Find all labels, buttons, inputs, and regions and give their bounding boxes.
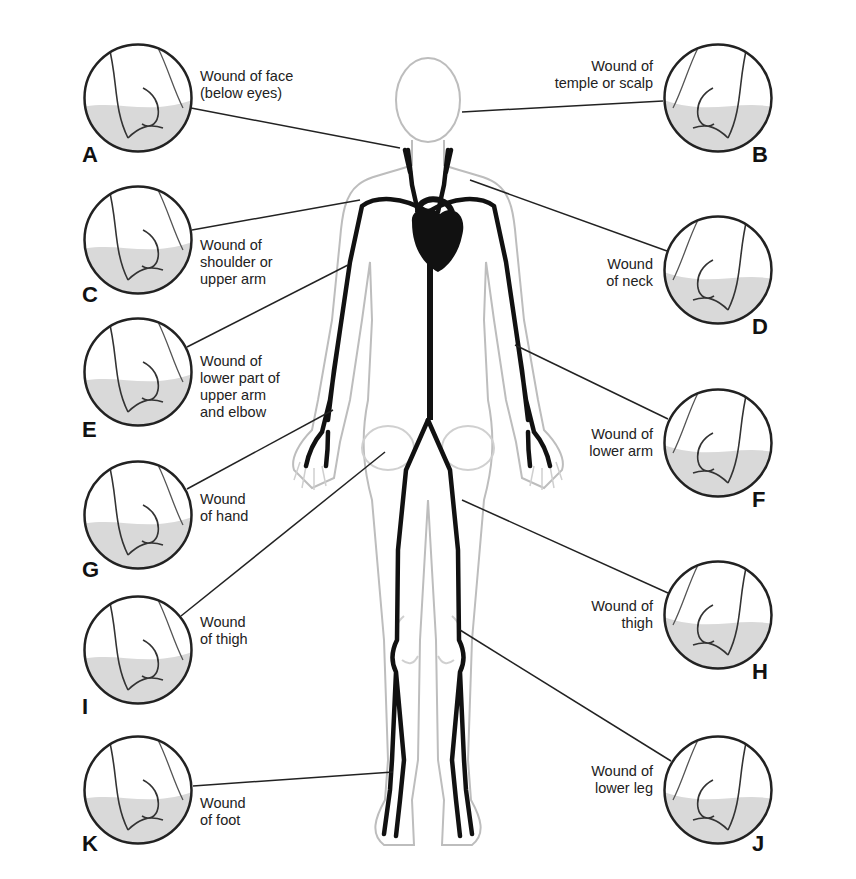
heart bbox=[412, 208, 463, 272]
circle-outline bbox=[663, 43, 773, 153]
pressure-point-circle: Wound of face (below eyes)A bbox=[83, 43, 193, 153]
wound-caption: Wound of lower arm bbox=[573, 426, 653, 460]
wound-caption: Wound of hand bbox=[200, 491, 255, 525]
circle-outline bbox=[665, 45, 772, 152]
point-letter: J bbox=[752, 832, 764, 856]
point-letter: I bbox=[82, 695, 88, 719]
point-letter: E bbox=[82, 418, 97, 442]
circle-outline bbox=[85, 597, 192, 704]
pressure-point-circle: Wound of neckD bbox=[663, 215, 773, 325]
leader-lines bbox=[181, 101, 671, 786]
pressure-point-circle: Wound of thighH bbox=[663, 560, 773, 670]
wound-caption: Wound of shoulder or upper arm bbox=[200, 237, 290, 288]
circle-sketches bbox=[78, 43, 778, 850]
pressure-point-circle: Wound of thighI bbox=[83, 595, 193, 705]
point-letter: G bbox=[82, 558, 99, 582]
circle-outline bbox=[85, 187, 192, 294]
circle-outline bbox=[83, 735, 193, 845]
wound-caption: Wound of neck bbox=[595, 256, 653, 290]
wound-caption: Wound of lower leg bbox=[573, 763, 653, 797]
pressure-point-circle: Wound of lower part of upper arm and elb… bbox=[83, 317, 193, 427]
pressure-point-circle: Wound of handG bbox=[83, 460, 193, 570]
point-letter: K bbox=[82, 832, 98, 856]
pressure-point-circle: Wound of lower legJ bbox=[663, 735, 773, 845]
wound-caption: Wound of thigh bbox=[200, 614, 255, 648]
circle-outline bbox=[83, 460, 193, 570]
circle-outline bbox=[83, 185, 193, 295]
circle-outline bbox=[85, 45, 192, 152]
pressure-point-circle: Wound of footK bbox=[83, 735, 193, 845]
circle-outline bbox=[83, 595, 193, 705]
point-letter: H bbox=[752, 660, 768, 684]
pressure-point-circle: Wound of lower armF bbox=[663, 388, 773, 498]
point-letter: D bbox=[752, 315, 768, 339]
circle-outline bbox=[663, 215, 773, 325]
circle-outline bbox=[663, 560, 773, 670]
wound-caption: Wound of temple or scalp bbox=[547, 58, 653, 92]
circle-outline bbox=[663, 735, 773, 845]
circle-outline bbox=[665, 217, 772, 324]
circle-outline bbox=[665, 737, 772, 844]
circle-outline bbox=[665, 562, 772, 669]
point-letter: F bbox=[752, 488, 765, 512]
point-letter: B bbox=[752, 143, 768, 167]
body-figure bbox=[293, 58, 563, 845]
pressure-point-circle: Wound of temple or scalpB bbox=[663, 43, 773, 153]
circle-outline bbox=[665, 390, 772, 497]
circle-outline bbox=[85, 737, 192, 844]
point-letter: A bbox=[82, 143, 98, 167]
circle-outline bbox=[85, 462, 192, 569]
pressure-point-circle: Wound of shoulder or upper armC bbox=[83, 185, 193, 295]
circle-outline bbox=[83, 317, 193, 427]
wound-caption: Wound of face (below eyes) bbox=[200, 68, 310, 102]
circle-outline bbox=[83, 43, 193, 153]
point-letter: C bbox=[82, 283, 98, 307]
circle-outline bbox=[85, 319, 192, 426]
circle-outline bbox=[663, 388, 773, 498]
wound-caption: Wound of foot bbox=[200, 795, 255, 829]
wound-caption: Wound of thigh bbox=[578, 598, 653, 632]
wound-caption: Wound of lower part of upper arm and elb… bbox=[200, 353, 285, 421]
